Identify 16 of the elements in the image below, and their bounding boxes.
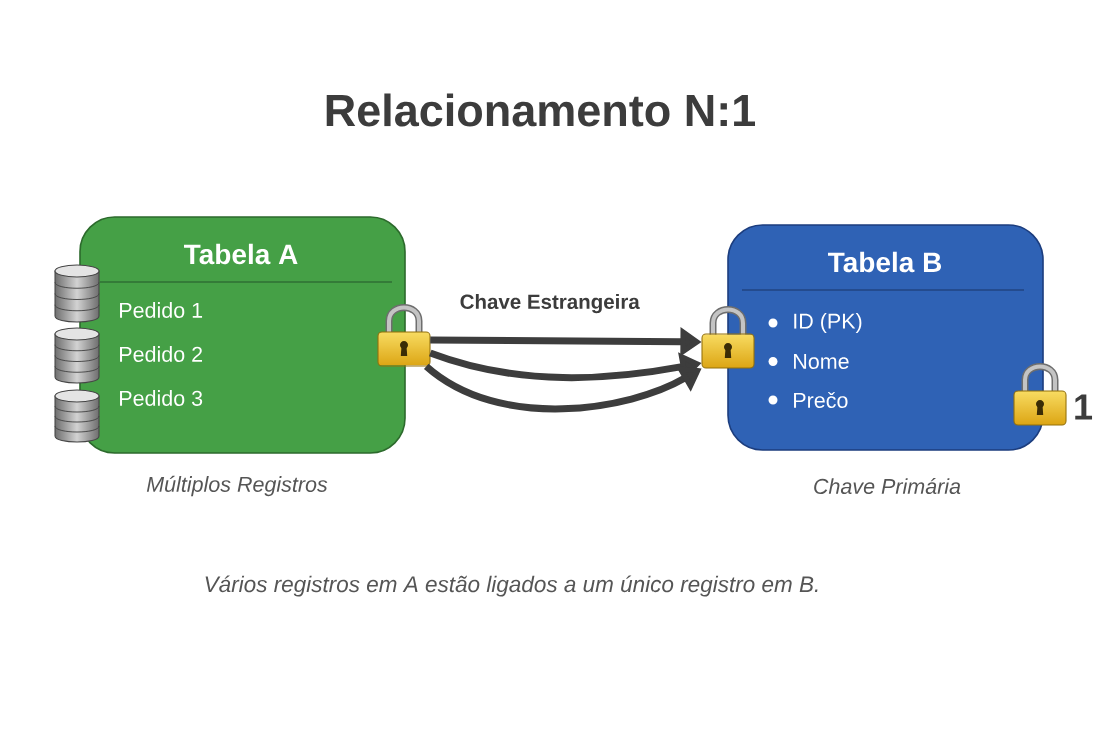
field-text: Prečo bbox=[794, 392, 848, 408]
padlock-icon bbox=[701, 306, 755, 369]
caption: Vários registros em A estão ligados a um único registro em B. bbox=[205, 575, 818, 597]
field-text: Pedido 3 bbox=[120, 390, 203, 406]
field-text: Pedido 2 bbox=[120, 346, 202, 362]
field-text: Nome bbox=[794, 354, 849, 369]
node-caption: Múltiplos Registros bbox=[146, 475, 328, 497]
table-heading: Tabela A bbox=[184, 243, 298, 265]
node-caption: Chave Primária bbox=[814, 478, 961, 494]
field-text: Pedido 1 bbox=[120, 302, 203, 318]
table-heading: Tabela B bbox=[828, 251, 942, 273]
edge-label: Chave Estrangeira bbox=[457, 291, 643, 316]
field-text: ID (PK) bbox=[794, 313, 862, 333]
cardinality-label: 1 bbox=[1075, 394, 1093, 420]
title: Relacionamento N:1 bbox=[326, 93, 755, 127]
padlock-icon bbox=[377, 304, 431, 367]
